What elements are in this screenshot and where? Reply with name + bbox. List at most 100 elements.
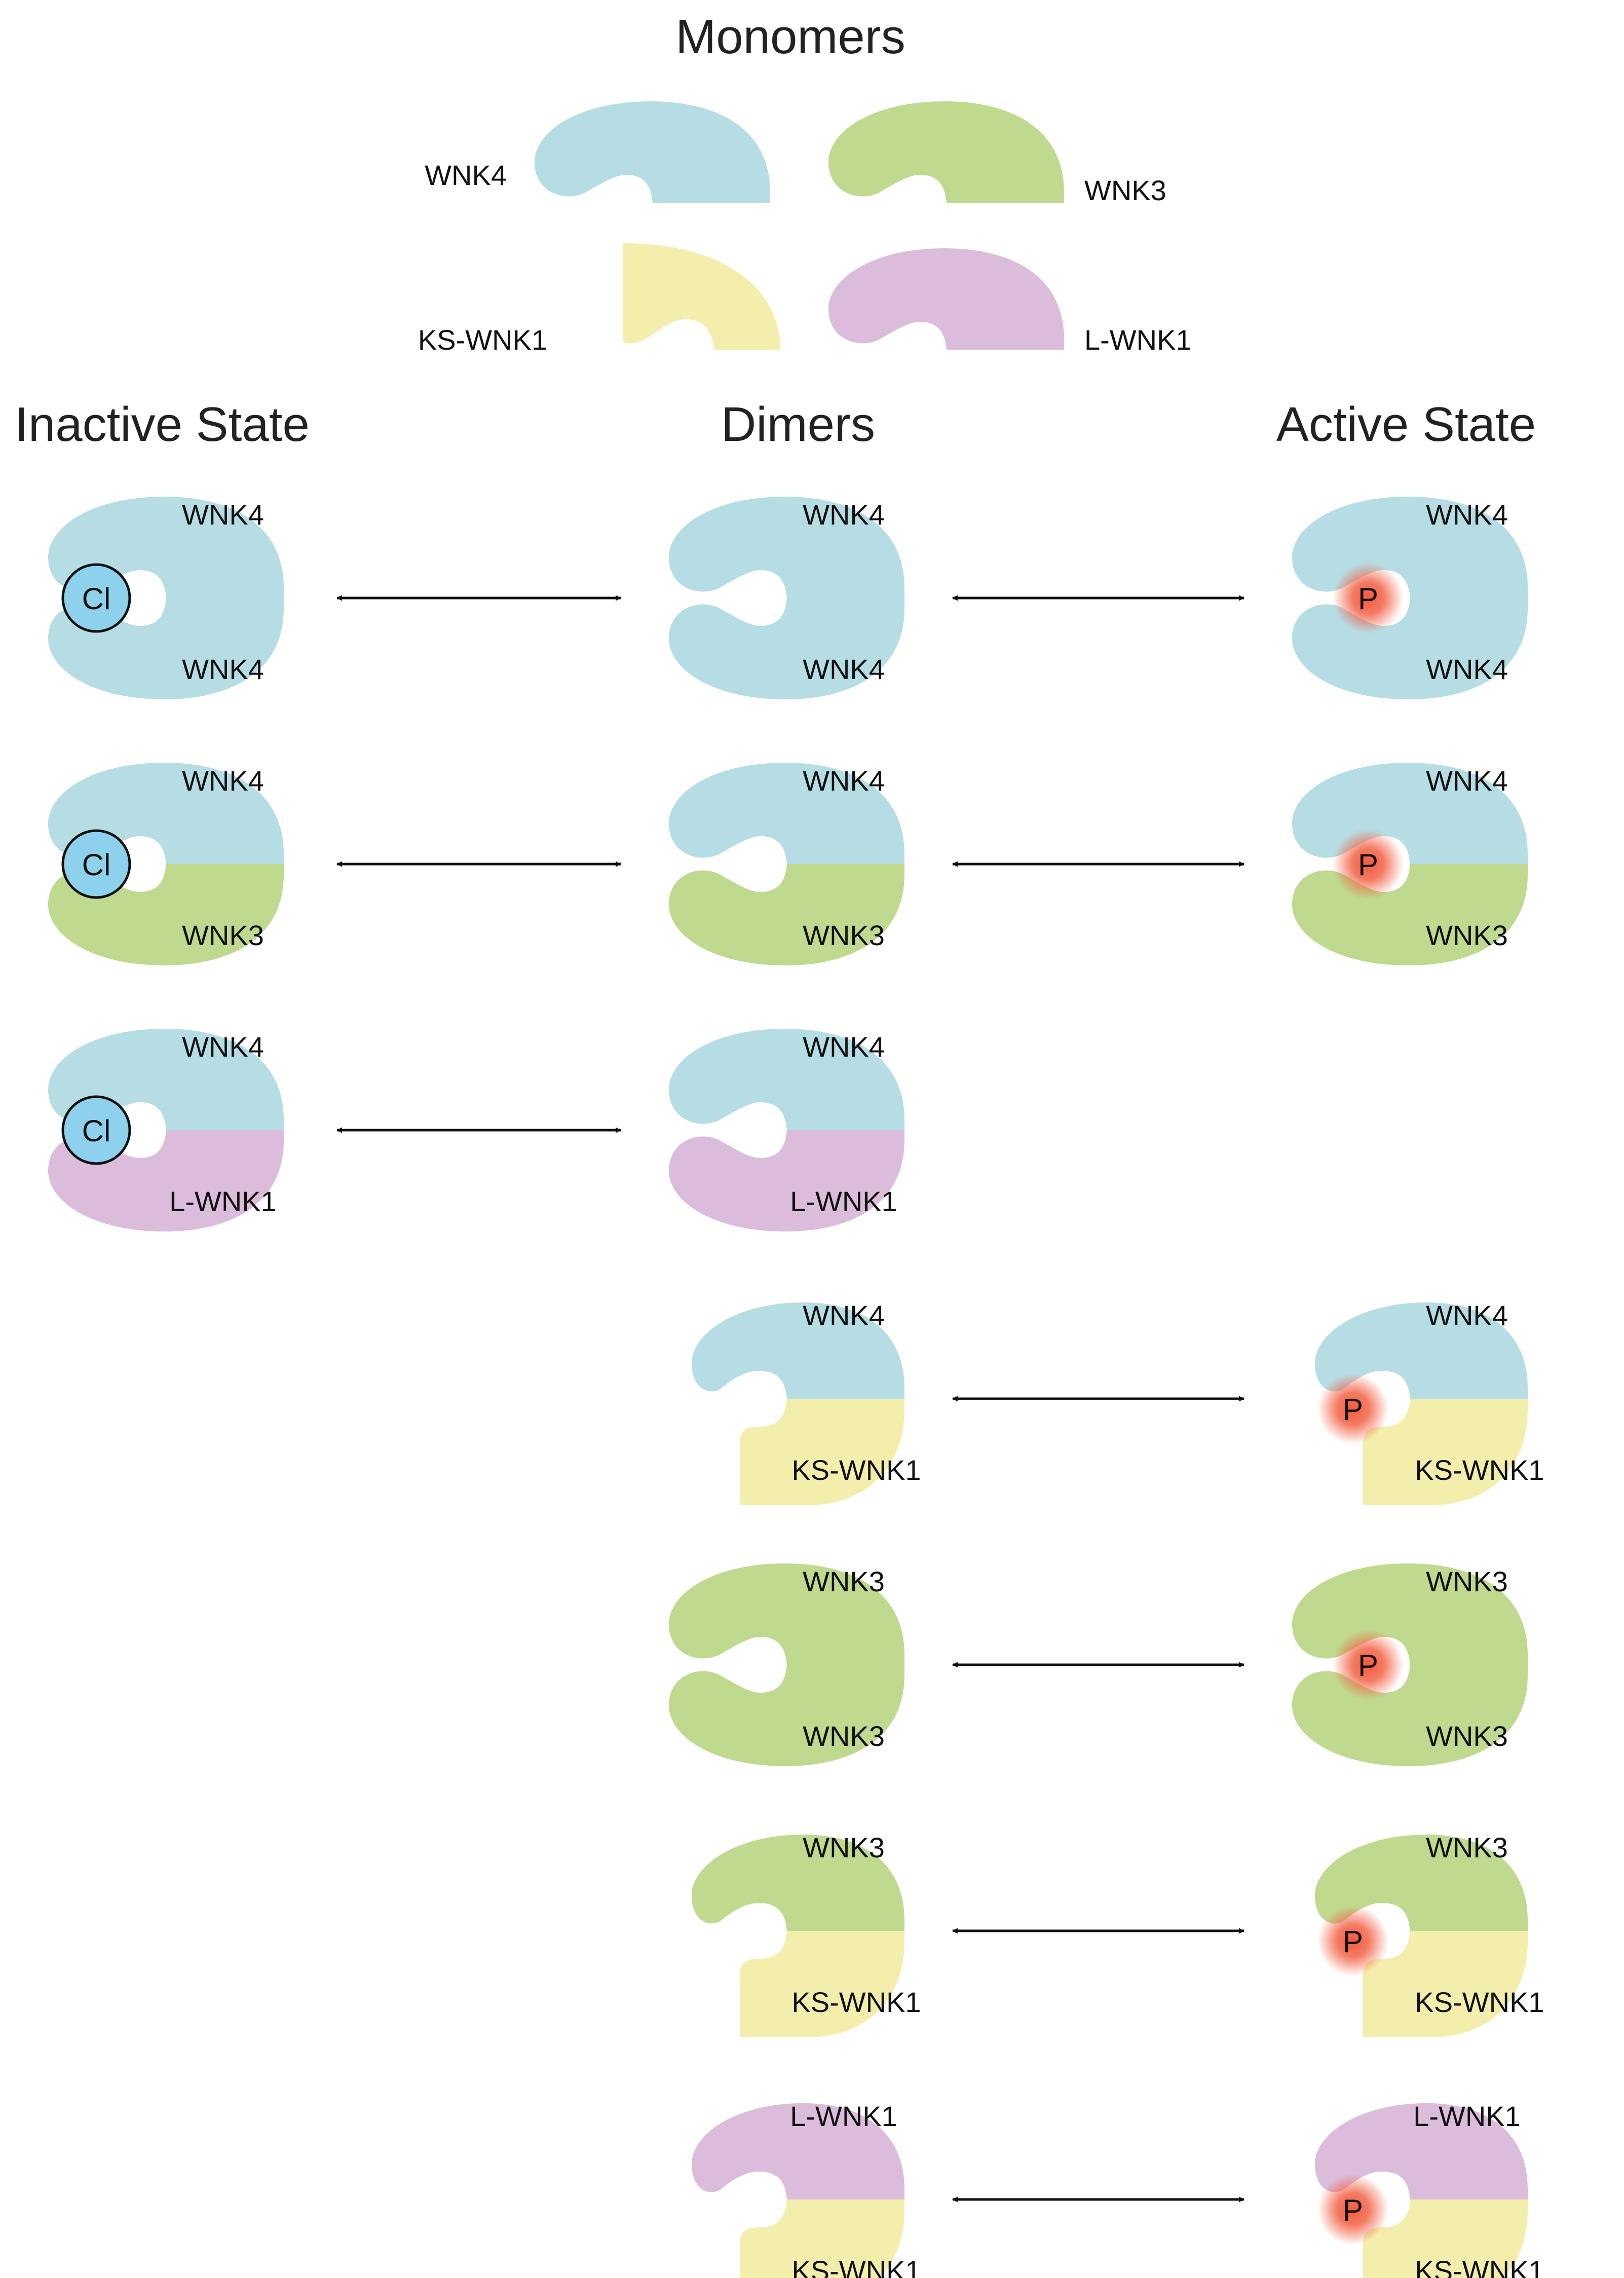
- phosphate-label: P: [1343, 1925, 1363, 1959]
- protomer-top-wnk4: [669, 763, 904, 864]
- protomer-label-bottom: KS-WNK1: [1415, 2255, 1544, 2278]
- protomer-label-bottom: WNK3: [803, 1720, 885, 1752]
- monomers-header: Monomers: [675, 10, 905, 64]
- active-state-header: Active State: [1276, 397, 1536, 452]
- protomer-label-top: WNK4: [803, 1299, 885, 1331]
- protomer-label-top: WNK4: [803, 1031, 885, 1063]
- protomer-label-bottom: KS-WNK1: [1415, 1454, 1544, 1486]
- protomer-bottom-ks-wnk1: [740, 1399, 904, 1505]
- protomer-top-wnk3: [692, 1835, 904, 1931]
- monomer-label: WNK3: [1084, 174, 1166, 206]
- monomer-shape: [828, 101, 1064, 203]
- chloride-ion-icon: [61, 1095, 131, 1165]
- protomer-label-bottom: L-WNK1: [169, 1185, 277, 1217]
- protomer-label-top: WNK4: [803, 499, 885, 531]
- monomer-ks-wnk1: [623, 243, 780, 350]
- protomer-label-bottom: KS-WNK1: [1415, 1986, 1544, 2018]
- monomer-wnk3: [828, 101, 1064, 203]
- protomer-label-top: WNK3: [1426, 1565, 1508, 1597]
- protomer-label-top: WNK4: [182, 499, 264, 531]
- protomer-top-wnk3: [669, 1563, 904, 1665]
- protomer-label-top: WNK4: [1426, 765, 1508, 797]
- monomer-wnk4: [535, 101, 770, 203]
- protomer-bottom-ks-wnk1: [740, 1931, 904, 2037]
- protomer-top-wnk3: [1315, 1835, 1528, 1931]
- chloride-label: Cl: [82, 582, 111, 616]
- phosphorylation-glow-icon: [1317, 1906, 1388, 1976]
- protomer-label-bottom: WNK3: [1426, 1720, 1508, 1752]
- protomer-bottom-ks-wnk1: [1363, 1931, 1528, 2037]
- phosphorylation-glow-icon: [1333, 563, 1404, 633]
- monomer-label: WNK4: [425, 159, 507, 191]
- monomer-label: KS-WNK1: [418, 324, 547, 356]
- phosphorylation-glow-icon: [1317, 2174, 1388, 2245]
- protomer-label-bottom: WNK3: [1426, 919, 1508, 951]
- protomer-label-bottom: WNK4: [1426, 653, 1508, 685]
- protomer-bottom-ks-wnk1: [1363, 1399, 1528, 1505]
- dimer-section: WNK4WNK4ClWNK4WNK4WNK4WNK4PWNK4WNK3ClWNK…: [48, 497, 1544, 2278]
- protomer-label-bottom: WNK3: [182, 919, 264, 951]
- chloride-label: Cl: [82, 1114, 111, 1148]
- protomer-label-bottom: KS-WNK1: [791, 1454, 921, 1486]
- protomer-label-bottom: L-WNK1: [790, 1185, 897, 1217]
- protomer-label-bottom: WNK4: [803, 653, 885, 685]
- protomer-label-top: WNK3: [803, 1832, 885, 1863]
- protomer-bottom-ks-wnk1: [1363, 2199, 1528, 2278]
- monomer-l-wnk1: [828, 248, 1064, 350]
- protomer-top-wnk4: [669, 1029, 904, 1130]
- protomer-label-top: WNK4: [1426, 499, 1508, 531]
- protomer-bottom-ks-wnk1: [740, 2199, 904, 2278]
- chloride-label: Cl: [82, 848, 111, 882]
- protomer-bottom-wnk3: [669, 864, 904, 965]
- protomer-top-wnk4: [692, 1302, 904, 1399]
- protomer-top-wnk4: [1315, 1302, 1528, 1399]
- dimers-header: Dimers: [721, 397, 875, 452]
- protomer-label-bottom: KS-WNK1: [791, 1986, 921, 2018]
- protomer-label-bottom: WNK3: [803, 919, 885, 951]
- monomer-label: L-WNK1: [1084, 324, 1192, 356]
- protomer-label-bottom: KS-WNK1: [791, 2255, 921, 2278]
- phosphate-label: P: [1358, 1649, 1378, 1683]
- phosphate-label: P: [1343, 2193, 1363, 2227]
- protomer-label-top: WNK4: [182, 1031, 264, 1063]
- protomer-bottom-l-wnk1: [669, 1130, 904, 1231]
- protomer-top-wnk4: [669, 497, 904, 598]
- protomer-label-top: WNK4: [803, 765, 885, 797]
- protomer-label-top: L-WNK1: [790, 2100, 897, 2132]
- protomer-bottom-wnk3: [669, 1665, 904, 1766]
- protomer-label-bottom: WNK4: [182, 653, 264, 685]
- protomer-top-l-wnk1: [692, 2103, 904, 2199]
- chloride-ion-icon: [61, 829, 131, 899]
- phosphorylation-glow-icon: [1333, 829, 1404, 900]
- protomer-bottom-wnk4: [669, 598, 904, 699]
- inactive-state-header: Inactive State: [15, 397, 310, 452]
- monomer-shape: [623, 243, 780, 350]
- monomer-shape: [828, 248, 1064, 350]
- phosphate-label: P: [1358, 582, 1378, 616]
- phosphate-label: P: [1358, 848, 1378, 882]
- protomer-label-top: WNK4: [182, 765, 264, 797]
- phosphorylation-glow-icon: [1333, 1629, 1404, 1700]
- phosphate-label: P: [1343, 1393, 1363, 1427]
- protomer-top-l-wnk1: [1315, 2103, 1528, 2199]
